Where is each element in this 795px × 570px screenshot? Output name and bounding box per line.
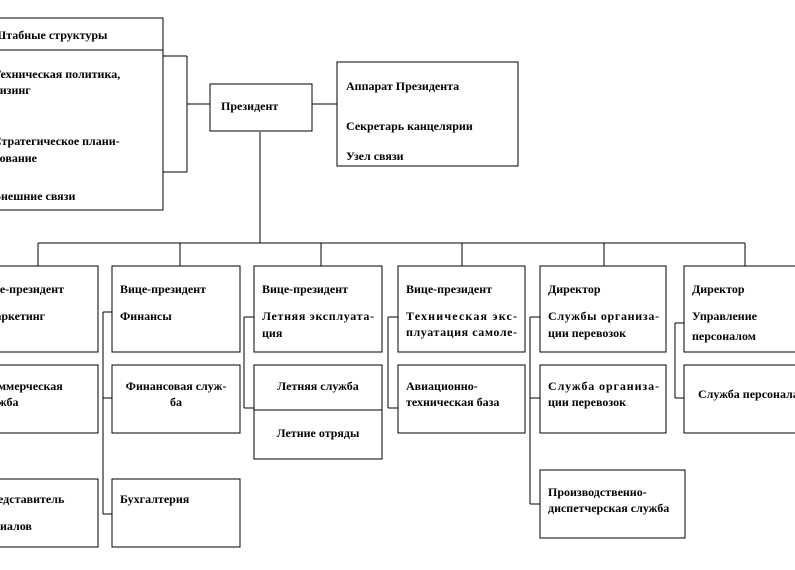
staff-strategic-line2: рование — [0, 151, 38, 165]
column-3-sub2-line1: Летние отряды — [277, 426, 360, 440]
apparatus-box — [336, 61, 519, 167]
column-1-sub2-line3: филиалов — [0, 519, 32, 533]
org-labels: Штабные структуры Техническая политика, … — [0, 28, 795, 533]
column-2-sub1-line2: ба — [170, 395, 182, 409]
staff-header-box — [0, 17, 164, 51]
sub-box — [397, 364, 526, 434]
column-4-head-line2: Техническая экс- — [406, 309, 517, 323]
staff-body-box — [0, 49, 164, 211]
column-5-sub1-line2: ции перевозок — [548, 395, 626, 409]
column-5-head-line3: ции перевозок — [548, 326, 626, 340]
column-3-sub1-line1: Летняя служба — [277, 379, 358, 393]
sub-box — [683, 364, 795, 434]
column-1-sub2-line1: Представитель — [0, 492, 65, 506]
column-head-box — [0, 265, 99, 353]
staff-header-label: Штабные структуры — [0, 28, 108, 42]
president-label: Президент — [221, 99, 278, 113]
column-head-box — [539, 265, 667, 353]
sub-box — [111, 364, 241, 434]
president-box — [209, 83, 313, 132]
column-1-sub1-line2: служба — [0, 395, 18, 409]
column-1-head-line1: Вице-президент — [0, 282, 64, 296]
column-5-head-line2: Службы организа- — [548, 309, 659, 323]
column-4-sub1-line2: техническая база — [406, 395, 499, 409]
column-3-head-line2: Летняя эксплуата- — [262, 309, 374, 323]
sub-box — [0, 478, 99, 548]
column-head-box — [111, 265, 241, 353]
org-boxes — [0, 17, 795, 548]
sub-box — [111, 478, 241, 548]
staff-external-label: Внешние связи — [0, 189, 75, 203]
connector-lines — [37, 55, 746, 515]
column-2-head-line1: Вице-президент — [120, 282, 206, 296]
column-1-head-line2: Маркетинг — [0, 309, 46, 323]
column-6-sub1-line1: Служба персонала — [698, 387, 795, 401]
sub-box — [0, 364, 99, 434]
column-1-sub1-line1: Коммерческая — [0, 379, 63, 393]
column-head-box — [683, 265, 795, 353]
column-6-head-line1: Директор — [692, 282, 745, 296]
sub-box — [539, 469, 686, 539]
column-3-head-line3: ция — [262, 326, 283, 340]
column-head-box — [397, 265, 526, 353]
staff-tech-policy-line2: лизинг — [0, 83, 31, 97]
staff-strategic-line1: Стратегическое плани- — [0, 134, 120, 148]
column-2-sub1-line1: Финансовая служ- — [126, 379, 227, 393]
column-6-head-line3: персоналом — [692, 329, 756, 343]
apparatus-secretary: Секретарь канцелярии — [346, 119, 473, 133]
column-5-sub2-line2: диспетчерская служба — [548, 501, 669, 515]
apparatus-comm: Узел связи — [346, 149, 404, 163]
column-2-head-line2: Финансы — [120, 309, 172, 323]
column-5-head-line1: Директор — [548, 282, 601, 296]
column-head-box — [253, 265, 383, 353]
column-4-head-line3: плуатация самоле- — [406, 325, 517, 339]
column-4-head-line1: Вице-президент — [406, 282, 492, 296]
sub-box — [539, 364, 667, 434]
column-6-head-line2: Управление — [692, 309, 758, 323]
apparatus-title: Аппарат Президента — [346, 79, 459, 93]
staff-tech-policy-line1: Техническая политика, — [0, 67, 120, 81]
column-2-sub2-line1: Бухгалтерия — [120, 492, 190, 506]
sub-box — [253, 364, 383, 460]
column-5-sub1-line1: Служба организа- — [548, 379, 659, 393]
column-5-sub2-line1: Производственно- — [548, 485, 647, 499]
column-3-head-line1: Вице-президент — [262, 282, 348, 296]
column-4-sub1-line1: Авиационно- — [406, 379, 478, 393]
